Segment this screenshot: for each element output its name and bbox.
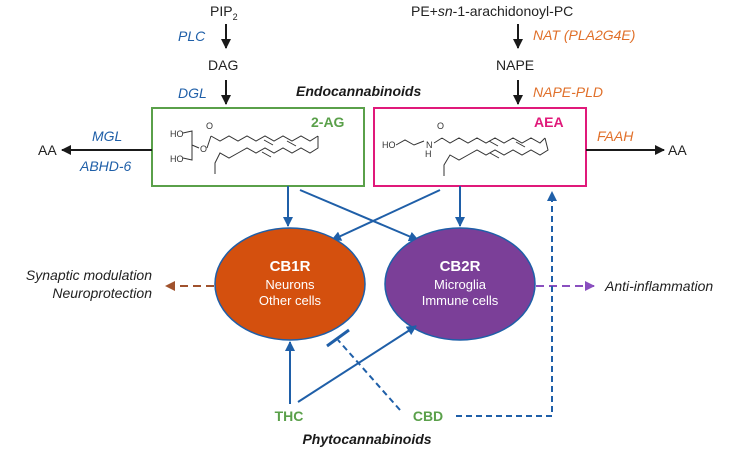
- svg-text:O: O: [206, 121, 213, 131]
- svg-text:O: O: [437, 121, 444, 131]
- left-aa-label: AA: [38, 142, 57, 158]
- arrow-aea-cb1r: [331, 189, 441, 241]
- arrow-2ag-cb2r: [299, 189, 419, 242]
- cb1r-ellipse: [214, 227, 366, 341]
- nat-label: NAT (PLA2G4E): [533, 27, 635, 43]
- cb2r-ellipse: [384, 227, 536, 341]
- dgl-label: DGL: [178, 85, 207, 101]
- endocannabinoids-title: Endocannabinoids: [296, 83, 421, 99]
- svg-text:HO: HO: [170, 154, 184, 164]
- cb2r-line2: Immune cells: [422, 293, 499, 308]
- effect-synaptic-modulation: Synaptic modulation: [26, 267, 152, 283]
- aea-label: AEA: [534, 114, 564, 130]
- right-aa-label: AA: [668, 142, 687, 158]
- cbd-inhibit-cb1r: [337, 339, 401, 411]
- cbd-to-aea-path: [456, 191, 557, 417]
- cb1r-line2: Other cells: [259, 293, 322, 308]
- effect-neuroprotection: Neuroprotection: [52, 285, 152, 301]
- svg-text:HO: HO: [382, 140, 396, 150]
- svg-text:N: N: [426, 140, 433, 150]
- arrow-thc-cb2r: [297, 325, 417, 403]
- svg-text:H: H: [425, 149, 432, 159]
- cbd-label: CBD: [413, 408, 443, 424]
- effect-anti-inflammation: Anti-inflammation: [604, 278, 713, 294]
- abhd6-label: ABHD-6: [79, 158, 132, 174]
- thc-label: THC: [275, 408, 304, 424]
- nape-pld-label: NAPE-PLD: [533, 84, 603, 100]
- cbd-inhibit-bar: [326, 328, 350, 348]
- cb1r-line1: Neurons: [265, 277, 315, 292]
- 2ag-molecule: HO HO O O: [170, 121, 319, 174]
- cb2r-line1: Microglia: [434, 277, 487, 292]
- 2ag-box: [151, 107, 365, 187]
- phytocannabinoids-title: Phytocannabinoids: [302, 431, 431, 447]
- mgl-label: MGL: [92, 128, 122, 144]
- pip2-label: PIP2: [210, 3, 238, 22]
- faah-label: FAAH: [597, 128, 634, 144]
- aea-molecule: HO N H O: [382, 121, 549, 176]
- svg-text:HO: HO: [170, 129, 184, 139]
- cb2r-title: CB2R: [440, 258, 481, 275]
- plc-label: PLC: [178, 28, 206, 44]
- 2ag-label: 2-AG: [311, 114, 345, 130]
- svg-text:O: O: [200, 144, 207, 154]
- pe-pc-label: PE+sn-1-arachidonoyl-PC: [411, 3, 573, 19]
- aea-box: [373, 107, 587, 187]
- nape-label: NAPE: [496, 57, 534, 73]
- dag-label: DAG: [208, 57, 238, 73]
- cb1r-title: CB1R: [270, 258, 311, 275]
